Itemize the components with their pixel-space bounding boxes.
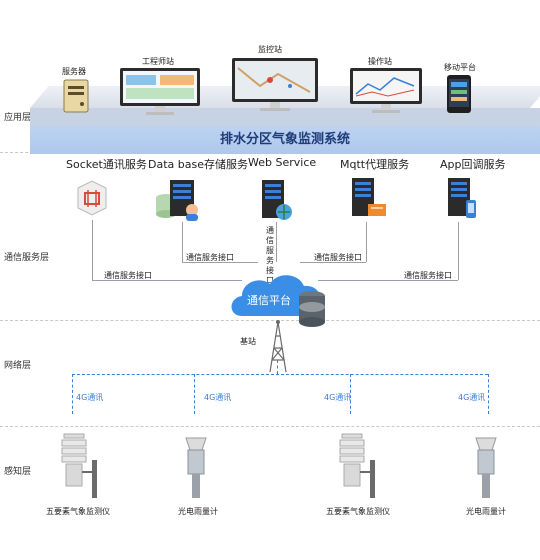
connector-line bbox=[92, 220, 93, 280]
device-label-operator-station: 操作站 bbox=[368, 57, 392, 66]
service-label-database: Data base存储服务 bbox=[148, 158, 248, 171]
layer-label-service: 通信服务层 bbox=[4, 253, 50, 263]
layer-label-application: 应用层 bbox=[4, 113, 32, 123]
layer-label-network: 网络层 bbox=[4, 361, 32, 371]
network-link bbox=[72, 374, 73, 414]
connector-line bbox=[276, 222, 277, 262]
connector-line bbox=[318, 280, 458, 281]
network-link bbox=[350, 374, 351, 414]
mqtt-service-icon bbox=[352, 178, 386, 216]
server-icon bbox=[63, 79, 89, 113]
connector-line bbox=[300, 262, 366, 263]
weather-station-icon bbox=[339, 433, 375, 498]
network-link bbox=[277, 360, 278, 374]
connector-line bbox=[182, 262, 258, 263]
sensor-label: 五要素气象监测仪 bbox=[46, 507, 110, 516]
operator-monitor-icon bbox=[350, 68, 422, 113]
sensor-label: 光电雨量计 bbox=[178, 507, 218, 516]
sensor-label: 光电雨量计 bbox=[466, 507, 506, 516]
network-label: 4G通讯 bbox=[458, 393, 486, 402]
service-label-webservice: Web Service bbox=[248, 156, 317, 169]
layer-label-perception: 感知层 bbox=[4, 467, 32, 477]
database-service-icon bbox=[156, 180, 198, 221]
socket-service-icon bbox=[77, 180, 107, 216]
platform-label: 通信平台 bbox=[247, 294, 291, 307]
network-link bbox=[72, 374, 488, 375]
service-label-mqtt: Mqtt代理服务 bbox=[340, 158, 410, 171]
interface-label-vertical: 通信服务接口 bbox=[266, 226, 274, 285]
interface-label: 通信服务接口 bbox=[104, 271, 152, 280]
connector-line bbox=[92, 280, 242, 281]
web-service-icon bbox=[262, 180, 292, 220]
sensor-label: 五要素气象监测仪 bbox=[326, 507, 390, 516]
service-label-app-callback: App回调服务 bbox=[440, 158, 506, 171]
interface-label: 通信服务接口 bbox=[404, 271, 452, 280]
rain-gauge-icon bbox=[475, 437, 497, 498]
monitoring-monitor-icon bbox=[232, 58, 318, 111]
connector-line bbox=[182, 222, 183, 262]
network-label: 4G通讯 bbox=[324, 393, 352, 402]
mobile-phone-icon bbox=[447, 75, 471, 113]
connector-line bbox=[458, 222, 459, 280]
network-label: 4G通讯 bbox=[204, 393, 232, 402]
system-title: 排水分区气象监测系统 bbox=[30, 126, 540, 154]
separator bbox=[0, 320, 540, 321]
database-icon bbox=[299, 291, 325, 327]
device-label-engineer-station: 工程师站 bbox=[142, 57, 174, 66]
separator bbox=[0, 426, 540, 427]
device-label-server: 服务器 bbox=[62, 67, 86, 76]
network-link bbox=[488, 374, 489, 414]
weather-station-icon bbox=[61, 433, 97, 498]
interface-label: 通信服务接口 bbox=[314, 253, 362, 262]
device-label-monitoring-station: 监控站 bbox=[258, 45, 282, 54]
device-label-mobile-platform: 移动平台 bbox=[444, 63, 476, 72]
app-callback-service-icon bbox=[448, 178, 476, 218]
network-link bbox=[194, 374, 195, 414]
cloud-icon bbox=[231, 275, 321, 316]
base-station-tower-icon bbox=[269, 320, 287, 373]
interface-label: 通信服务接口 bbox=[186, 253, 234, 262]
rain-gauge-icon bbox=[185, 437, 207, 498]
connector-line bbox=[366, 222, 367, 262]
service-label-socket: Socket通讯服务 bbox=[66, 158, 147, 171]
network-label: 4G通讯 bbox=[76, 393, 104, 402]
engineer-monitor-icon bbox=[120, 68, 200, 115]
base-station-label: 基站 bbox=[240, 337, 256, 346]
